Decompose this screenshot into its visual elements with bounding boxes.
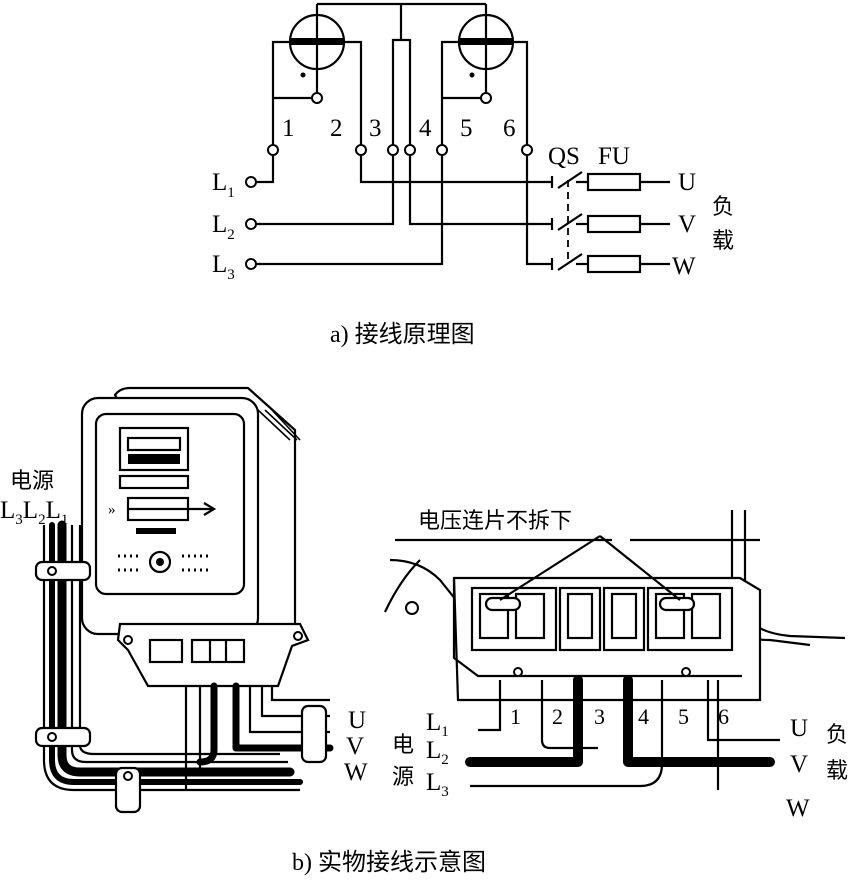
closeup-terminal-2: 2 (552, 704, 563, 729)
closeup-terminal-3: 3 (594, 704, 605, 729)
rotation-arrow-icon: » (108, 502, 116, 518)
voltage-link-note: 电压连片不拆下 (418, 509, 572, 534)
in-label-l1: L1 (212, 169, 235, 201)
load-label-top: 负 (712, 195, 734, 220)
terminal-label-6: 6 (503, 115, 516, 142)
in-label-l3: L3 (212, 251, 235, 283)
left-out-v: V (346, 733, 364, 760)
load-label-bottom: 载 (712, 229, 734, 254)
terminal-block-closeup (384, 510, 846, 702)
closeup-load-label-bottom: 载 (826, 759, 848, 784)
meter-wires (184, 682, 334, 790)
out-label-w: W (672, 253, 696, 280)
terminal-label-3: 3 (369, 115, 382, 142)
left-out-w: W (344, 759, 368, 786)
source-cable-bundle (34, 520, 303, 814)
closeup-source-label-top: 电 (392, 733, 414, 758)
closeup-in-l2: L2 (426, 737, 449, 768)
in-label-l2: L2 (212, 211, 235, 243)
terminal-label-2: 2 (330, 115, 343, 142)
physical-wiring-diagram: 电源 L3L2L1 » (0, 386, 848, 876)
closeup-terminal-4: 4 (638, 704, 649, 729)
switch-qs (550, 171, 583, 271)
source-lines-label: L3L2L1 (0, 497, 68, 528)
closeup-out-u: U (790, 715, 808, 742)
out-label-u: U (678, 169, 696, 196)
closeup-wires (465, 675, 780, 790)
closeup-in-l1: L1 (426, 709, 449, 740)
fuse-label: FU (598, 143, 630, 170)
closeup-load-label-top: 负 (826, 723, 848, 748)
source-label: 电源 (10, 469, 54, 494)
closeup-terminal-5: 5 (678, 704, 689, 729)
meter-body: » (80, 386, 310, 688)
schematic-terminals (267, 92, 533, 156)
closeup-terminal-6: 6 (718, 704, 729, 729)
schematic-diagram: 1 2 3 4 5 6 Q (212, 2, 734, 348)
closeup-in-l3: L3 (426, 769, 449, 800)
caption-a: a) 接线原理图 (330, 321, 475, 348)
closeup-source-label-bottom: 源 (392, 765, 414, 790)
closeup-out-v: V (790, 751, 808, 778)
left-out-u: U (348, 707, 366, 734)
closeup-out-w: W (786, 795, 810, 822)
switch-label: QS (548, 143, 580, 170)
terminal-label-5: 5 (460, 115, 473, 142)
caption-b: b) 实物接线示意图 (292, 849, 486, 876)
out-label-v: V (678, 211, 696, 238)
meter-element-right (457, 4, 515, 78)
fuses-fu (586, 172, 642, 274)
terminal-label-4: 4 (419, 115, 432, 142)
terminal-label-1: 1 (282, 115, 295, 142)
meter-element-left (288, 4, 346, 78)
closeup-terminal-1: 1 (510, 704, 521, 729)
